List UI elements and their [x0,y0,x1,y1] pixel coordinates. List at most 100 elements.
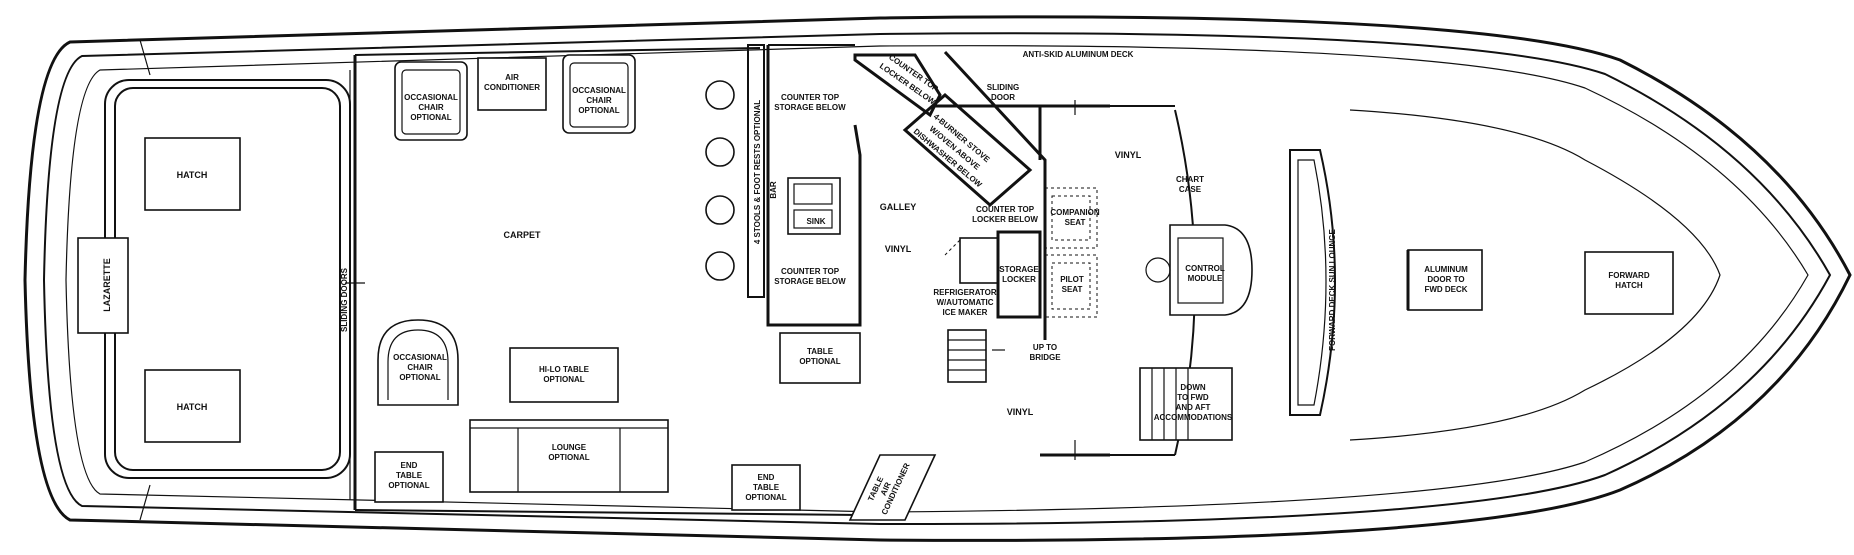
carpet-label: CARPET [503,230,541,240]
svg-text:CHAIR: CHAIR [586,96,612,105]
counter-storage-top-line1: COUNTER TOP [781,93,840,102]
svg-text:DOOR: DOOR [991,93,1015,102]
hull-outline [23,15,1852,542]
galley: COUNTER TOP STORAGE BELOW SINK COUNTER T… [766,44,1061,521]
vinyl-bottom-label: VINYL [1007,407,1034,417]
svg-text:MODULE: MODULE [1188,274,1223,283]
svg-text:TABLE: TABLE [396,471,423,480]
svg-text:SEAT: SEAT [1062,285,1083,294]
lazarette-label: LAZARETTE [102,258,112,312]
svg-text:LOCKER: LOCKER [1002,275,1036,284]
svg-text:OCCASIONAL: OCCASIONAL [404,93,458,102]
occasional-chair-3[interactable]: OCCASIONAL CHAIR OPTIONAL [377,319,459,406]
svg-text:SLIDING: SLIDING [987,83,1019,92]
svg-text:OPTIONAL: OPTIONAL [410,113,451,122]
svg-text:LOCKER BELOW: LOCKER BELOW [972,215,1038,224]
aft-cleat-lines [139,39,151,521]
salon-aft-wall: SLIDING DOORS [340,55,365,510]
vinyl-top-label: VINYL [1115,150,1142,160]
forward-deck-sun-lounge[interactable]: FORWARD DECK SUN LOUNGE [1289,149,1337,416]
svg-text:AND AFT: AND AFT [1176,403,1211,412]
galley-vinyl-label: VINYL [885,244,912,254]
svg-text:LOUNGE: LOUNGE [552,443,587,452]
galley-label: GALLEY [880,202,917,212]
svg-text:OCCASIONAL: OCCASIONAL [393,353,447,362]
svg-text:W/AUTOMATIC: W/AUTOMATIC [936,298,993,307]
svg-text:AIR: AIR [505,73,519,82]
bar-counter [747,44,765,298]
air-conditioner[interactable]: AIR CONDITIONER [477,57,547,111]
svg-text:END: END [758,473,775,482]
counter-locker-mid[interactable]: COUNTER TOP LOCKER BELOW [972,205,1038,224]
svg-text:TABLE: TABLE [807,347,834,356]
lounge[interactable]: LOUNGE OPTIONAL [469,419,669,493]
lazarette[interactable] [77,237,129,334]
svg-text:BRIDGE: BRIDGE [1029,353,1061,362]
sliding-doors-label: SLIDING DOORS [340,267,349,332]
forward-deck: FORWARD DECK SUN LOUNGE ALUMINUM DOOR TO… [1289,149,1674,416]
salon: CARPET OCCASIONAL CHAIR OPTIONAL AIR CON… [354,47,861,516]
stool-3[interactable] [705,195,735,225]
svg-text:CONDITIONER: CONDITIONER [484,83,540,92]
steering-wheel-icon [1145,257,1171,283]
stool-2[interactable] [705,137,735,167]
galley-diagonal-wall [943,50,1047,340]
occasional-chair-1[interactable]: OCCASIONAL CHAIR OPTIONAL [394,61,468,141]
counter-storage-bottom-line1: COUNTER TOP [781,267,840,276]
forward-hatch[interactable]: FORWARD HATCH [1584,251,1674,315]
table-optional[interactable]: TABLE OPTIONAL [779,332,861,384]
end-table-2[interactable]: END TABLE OPTIONAL [731,464,801,511]
svg-text:COMPANION: COMPANION [1050,208,1099,217]
svg-text:FORWARD DECK SUN LOUNGE: FORWARD DECK SUN LOUNGE [1328,229,1337,351]
stool-4[interactable] [705,251,735,281]
companion-seat[interactable]: COMPANION SEAT [1044,187,1100,249]
sliding-door[interactable]: SLIDING DOOR [975,83,1040,108]
bar-label: BAR [769,181,778,199]
stairs-down-to-accommodations[interactable]: DOWN TO FWD AND AFT ACCOMMODATIONS [1139,367,1233,441]
control-module[interactable]: CONTROL MODULE [1145,224,1253,316]
svg-text:END: END [401,461,418,470]
svg-text:REFRIGERATOR: REFRIGERATOR [933,288,996,297]
sink[interactable]: SINK [787,177,841,235]
pilot-seat[interactable]: PILOT SEAT [1044,254,1098,318]
svg-text:COUNTER TOP: COUNTER TOP [976,205,1035,214]
counter-locker-top[interactable]: COUNTER TOP LOCKER BELOW [853,53,942,118]
svg-text:TABLE: TABLE [753,483,780,492]
table-air-conditioner[interactable]: TABLE AIR CONDITIONER [848,454,937,521]
pilothouse: ANTI-SKID ALUMINUM DECK SLIDING DOOR VIN… [935,50,1253,460]
svg-text:HI-LO TABLE: HI-LO TABLE [539,365,590,374]
svg-text:FORWARD: FORWARD [1608,271,1649,280]
svg-text:OPTIONAL: OPTIONAL [745,493,786,502]
svg-text:PILOT: PILOT [1060,275,1084,284]
aluminum-door-to-fwd-deck[interactable]: ALUMINUM DOOR TO FWD DECK [1406,249,1483,311]
hatch-aft-top-label: HATCH [177,170,208,180]
refrigerator[interactable]: REFRIGERATOR W/AUTOMATIC ICE MAKER [933,237,999,317]
svg-text:DOOR TO: DOOR TO [1427,275,1464,284]
svg-text:CHART: CHART [1176,175,1204,184]
hatch-aft-top[interactable] [144,137,241,211]
stairs-up-to-bridge[interactable]: UP TO BRIDGE [947,329,1061,383]
counter-storage-bottom-line2: STORAGE BELOW [774,277,846,286]
svg-text:OPTIONAL: OPTIONAL [543,375,584,384]
storage-locker[interactable]: STORAGE LOCKER [996,230,1042,319]
svg-text:ALUMINUM: ALUMINUM [1424,265,1468,274]
svg-text:HATCH: HATCH [1615,281,1643,290]
aft-deck: HATCH HATCH LAZARETTE [77,39,351,521]
end-table-1[interactable]: END TABLE OPTIONAL [374,451,444,503]
occasional-chair-2[interactable]: OCCASIONAL CHAIR OPTIONAL [562,54,636,134]
hatch-aft-bottom[interactable] [144,369,241,443]
anti-skid-deck-label: ANTI-SKID ALUMINUM DECK [1023,50,1134,59]
svg-text:ACCOMMODATIONS: ACCOMMODATIONS [1154,413,1233,422]
svg-text:OPTIONAL: OPTIONAL [548,453,589,462]
stool-1[interactable] [705,80,735,110]
svg-text:UP TO: UP TO [1033,343,1057,352]
svg-text:OPTIONAL: OPTIONAL [799,357,840,366]
svg-text:DOWN: DOWN [1180,383,1206,392]
svg-text:STORAGE: STORAGE [999,265,1039,274]
svg-text:OPTIONAL: OPTIONAL [578,106,619,115]
svg-text:SEAT: SEAT [1065,218,1086,227]
stools-label: 4 STOOLS & FOOT RESTS OPTIONAL [753,100,762,244]
hi-lo-table[interactable]: HI-LO TABLE OPTIONAL [509,347,619,403]
svg-text:CHAIR: CHAIR [418,103,444,112]
